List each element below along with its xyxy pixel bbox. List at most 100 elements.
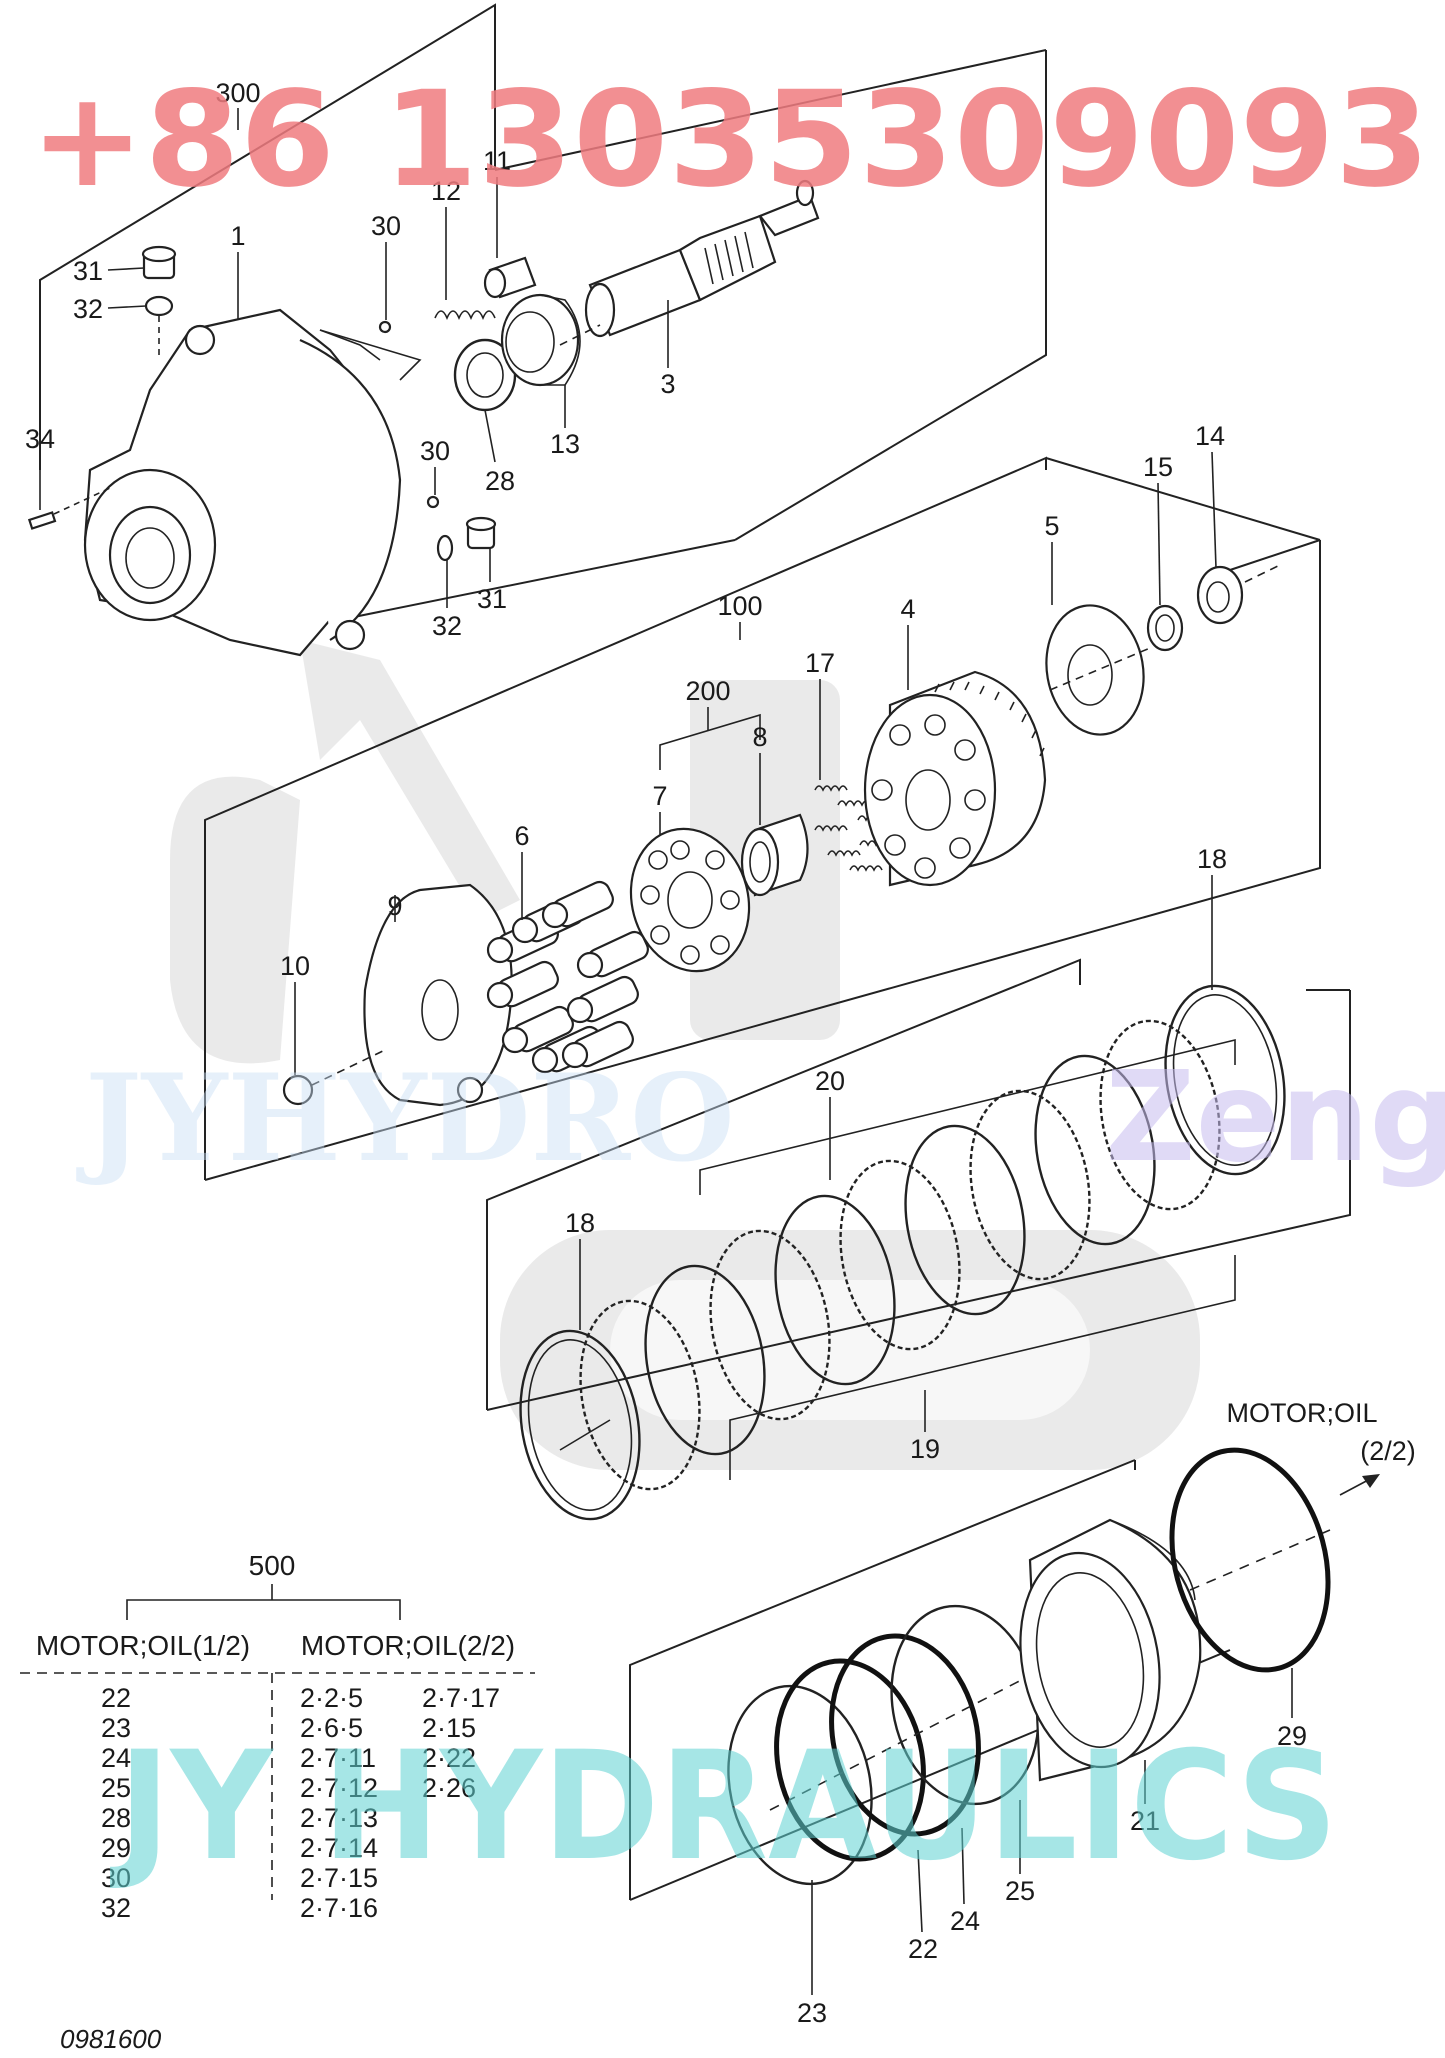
drive-shaft-3 (584, 179, 820, 338)
pistons-6 (486, 880, 649, 1074)
label-14: 14 (1195, 421, 1225, 451)
table-item: 2·15 (422, 1713, 476, 1743)
motor-casing (83, 308, 422, 657)
label-10: 10 (280, 951, 310, 981)
label-13: 13 (550, 429, 580, 459)
label-24: 24 (950, 1906, 980, 1936)
phone-watermark: +86 13035309093 (30, 63, 1430, 217)
bearing-14 (1196, 565, 1244, 625)
o-ring-22 (774, 1658, 926, 1862)
ball-10 (282, 1074, 314, 1106)
label-22: 22 (908, 1934, 938, 1964)
o-ring-32-upper (144, 295, 174, 317)
plug-31-upper (141, 245, 177, 280)
label-30-upper: 30 (371, 211, 401, 241)
label-32-lower: 32 (432, 611, 462, 641)
label-19: 19 (910, 1434, 940, 1464)
label-3: 3 (660, 369, 675, 399)
label-4: 4 (900, 594, 915, 624)
label-18-upper: 18 (1197, 844, 1227, 874)
label-17: 17 (805, 648, 835, 678)
label-34: 34 (25, 424, 55, 454)
label-15: 15 (1143, 452, 1173, 482)
bushing-8 (740, 813, 809, 897)
label-8: 8 (752, 722, 767, 752)
table-item: 2·7·11 (300, 1743, 376, 1773)
o-ring-30-upper (378, 320, 392, 334)
label-23: 23 (797, 1998, 827, 2028)
table-item: 2·7·15 (300, 1863, 378, 1893)
table-item: 2·7·12 (300, 1773, 378, 1803)
table-col1-list: 22 23 24 25 28 29 30 32 (101, 1683, 131, 1923)
label-7: 7 (652, 781, 667, 811)
table-group-number: 500 (249, 1550, 296, 1581)
table-col1-header: MOTOR;OIL(1/2) (36, 1630, 250, 1661)
label-29: 29 (1277, 1721, 1307, 1751)
o-ring-30-lower (426, 495, 440, 509)
drawing-number: 0981600 (60, 2024, 162, 2054)
table-item: 2·7·17 (422, 1683, 500, 1713)
label-31-upper: 31 (73, 256, 103, 286)
brake-piston-5 (1045, 604, 1145, 736)
section-seals (629, 1447, 1380, 1901)
label-300: 300 (215, 78, 260, 108)
label-32-upper: 32 (73, 294, 103, 324)
label-11: 11 (483, 146, 511, 176)
label-31-lower: 31 (477, 584, 507, 614)
valve-plate-9 (363, 883, 513, 1107)
part-number-labels: 300 1 30 12 11 31 32 34 28 13 3 30 32 31… (25, 78, 1416, 2028)
faint-brand-watermark: JYHYDRO (76, 1048, 735, 1189)
cylinder-block-4 (863, 670, 1047, 887)
section-friction-plates (486, 958, 1351, 1521)
label-5: 5 (1044, 511, 1059, 541)
assembly-table: 500 MOTOR;OIL(1/2) MOTOR;OIL(2/2) 22 23 … (20, 1550, 535, 1923)
continuation-arrow-icon (1339, 1474, 1380, 1496)
table-item: 2·26 (422, 1773, 476, 1803)
label-12: 12 (431, 176, 461, 206)
table-item: 2·6·5 (300, 1713, 363, 1743)
table-item: 29 (101, 1833, 131, 1863)
table-item: 30 (101, 1863, 131, 1893)
table-item: 25 (101, 1773, 131, 1803)
label-21: 21 (1130, 1806, 1160, 1836)
continuation-page: (2/2) (1360, 1436, 1416, 1466)
section-casing-group (27, 3, 1047, 657)
spring-12 (434, 310, 496, 321)
table-item: 22 (101, 1683, 131, 1713)
label-25: 25 (1005, 1876, 1035, 1906)
bearing-13 (500, 293, 581, 387)
table-item: 24 (101, 1743, 131, 1773)
table-item: 32 (101, 1893, 131, 1923)
label-100: 100 (717, 591, 762, 621)
label-1: 1 (230, 221, 245, 251)
brand-watermark: JY HYDRAULICS (110, 1720, 1338, 1894)
ring-15 (1146, 604, 1184, 652)
label-28: 28 (485, 466, 515, 496)
plug-31-lower (465, 516, 497, 550)
table-item: 2·2·5 (300, 1683, 363, 1713)
label-6: 6 (514, 821, 529, 851)
table-item: 23 (101, 1713, 131, 1743)
table-item: 2·7·16 (300, 1893, 378, 1923)
table-col2b-list: 2·7·17 2·15 2·22 2·26 (422, 1683, 500, 1803)
backup-ring-23 (727, 1684, 873, 1886)
table-col2a-list: 2·2·5 2·6·5 2·7·11 2·7·12 2·7·13 2·7·14 … (300, 1683, 378, 1923)
o-ring-32-lower (436, 534, 454, 562)
section-rotary-group (204, 456, 1321, 1181)
excavator-logo-watermark (170, 640, 1200, 1470)
label-200: 200 (685, 676, 730, 706)
table-item: 2·7·13 (300, 1803, 378, 1833)
o-ring-24 (829, 1633, 981, 1837)
label-20: 20 (815, 1066, 845, 1096)
label-18-lower: 18 (565, 1208, 595, 1238)
table-col2-header: MOTOR;OIL(2/2) (301, 1630, 515, 1661)
table-item: 28 (101, 1803, 131, 1833)
pin-34 (27, 511, 57, 530)
table-item: 2·22 (422, 1743, 476, 1773)
continuation-label: MOTOR;OIL (1226, 1398, 1377, 1428)
o-ring-29 (1169, 1447, 1331, 1673)
sleeve-11 (483, 256, 537, 299)
label-30-lower: 30 (420, 436, 450, 466)
table-item: 2·7·14 (300, 1833, 378, 1863)
